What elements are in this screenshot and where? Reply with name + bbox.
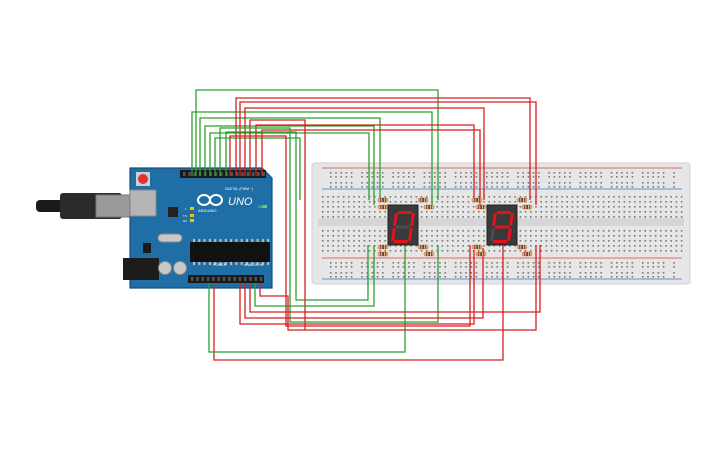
board-brand-text: ARDUINO <box>198 208 216 213</box>
icsp-header <box>143 243 151 253</box>
resistor <box>377 197 389 203</box>
on-led-label: ON <box>258 205 264 209</box>
digital-header-label: DIGITAL (PWM ~) <box>225 187 253 191</box>
tx-led <box>190 214 194 217</box>
l-led <box>190 207 194 210</box>
resistor <box>423 251 435 257</box>
wire-10[interactable] <box>249 119 306 330</box>
wire-6[interactable] <box>214 137 301 200</box>
wire-22[interactable] <box>259 245 537 331</box>
wire-8[interactable] <box>239 101 537 205</box>
wire-19[interactable] <box>244 248 484 319</box>
usb-chip <box>168 207 178 217</box>
resistor <box>377 244 389 250</box>
wire-12[interactable] <box>261 129 481 205</box>
wire-4[interactable] <box>204 125 375 205</box>
wire-13[interactable] <box>219 127 439 323</box>
wire-11[interactable] <box>255 124 475 200</box>
resistor <box>423 204 435 210</box>
atmega-chip <box>190 242 270 262</box>
bottom-pins <box>191 277 263 281</box>
seven-segment-display-right[interactable] <box>486 204 518 246</box>
seven-segment-display-left[interactable] <box>387 204 419 246</box>
capacitor-2 <box>173 261 187 275</box>
resistor <box>417 244 429 250</box>
resistor <box>516 197 528 203</box>
resistor <box>475 251 487 257</box>
wire-3[interactable] <box>199 117 381 200</box>
on-led <box>263 205 267 208</box>
resistor <box>471 244 483 250</box>
resistor <box>417 197 429 203</box>
wire-21[interactable] <box>254 245 375 307</box>
reset-button[interactable] <box>138 174 148 184</box>
wire-9[interactable] <box>244 107 485 200</box>
arduino-uno-board[interactable]: UNO ARDUINO DIGITAL (PWM ~) POWER ANALOG… <box>36 167 273 289</box>
resistor <box>475 204 487 210</box>
digital-header <box>180 170 266 178</box>
arduino-logo-icon <box>197 194 223 206</box>
wire-17[interactable] <box>208 245 406 353</box>
segments-right <box>490 211 514 243</box>
rx-led-label: RX <box>183 219 187 223</box>
resistor <box>377 251 389 257</box>
wire-16[interactable] <box>213 245 504 361</box>
board-usb-port <box>129 189 157 217</box>
power-jack <box>123 258 159 280</box>
crystal <box>157 233 183 243</box>
resistors <box>377 197 533 257</box>
resistor <box>521 204 533 210</box>
resistor <box>377 204 389 210</box>
rx-led <box>190 219 194 222</box>
board-logo-text: UNO <box>228 196 253 208</box>
power-header-label: POWER <box>213 263 227 267</box>
capacitor-1 <box>158 261 172 275</box>
wire-2[interactable] <box>191 111 433 205</box>
l-led-label: L <box>185 207 187 211</box>
resistor <box>471 197 483 203</box>
power-analog-header <box>188 275 264 283</box>
wire-14[interactable] <box>225 131 369 301</box>
wires[interactable] <box>191 89 541 361</box>
tx-led-label: TX <box>183 214 187 218</box>
wire-7[interactable] <box>235 97 531 200</box>
usb-cable <box>36 200 66 212</box>
wire-1[interactable] <box>195 89 439 200</box>
segments-left <box>391 211 415 243</box>
wire-18[interactable] <box>239 250 475 325</box>
resistor <box>516 244 528 250</box>
analog-header-label: ANALOG IN <box>244 263 264 267</box>
wire-20[interactable] <box>249 245 541 313</box>
chip-pins <box>193 239 270 265</box>
resistor <box>521 251 533 257</box>
